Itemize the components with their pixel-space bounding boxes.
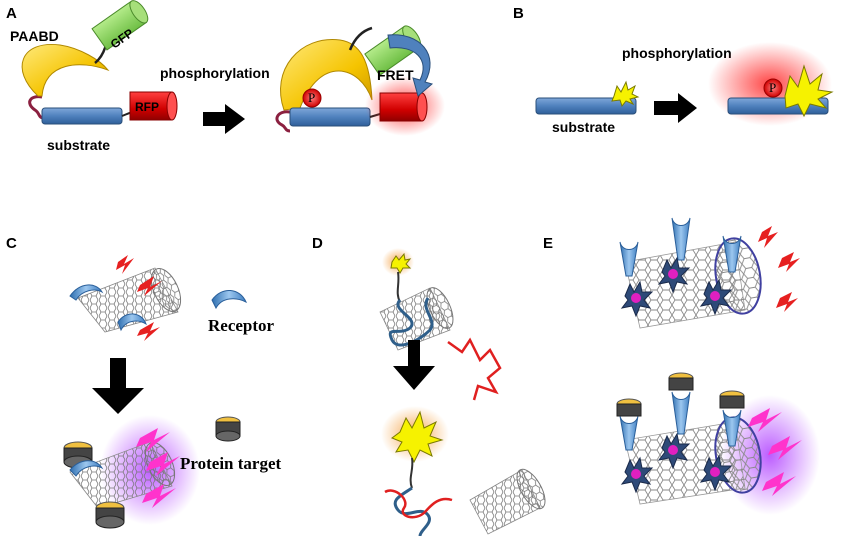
fret-arrow bbox=[387, 34, 434, 97]
paabd-label: PAABD bbox=[10, 28, 59, 44]
rfp-cylinder-right bbox=[379, 92, 423, 122]
fret-label: FRET bbox=[377, 67, 414, 83]
lightning-group-e-top bbox=[758, 226, 800, 312]
substrate-bar-right bbox=[289, 107, 371, 127]
phosphorylation-label-b: phosphorylation bbox=[622, 45, 732, 61]
phospho-label-b: P bbox=[769, 80, 776, 95]
phospho-label-a: P bbox=[308, 90, 315, 105]
receptor-free bbox=[211, 290, 247, 310]
receptors-e-top bbox=[619, 217, 742, 277]
arrow-b bbox=[654, 93, 697, 123]
protein-target-free bbox=[215, 416, 241, 442]
rfp-label: RFP bbox=[135, 100, 159, 114]
protein-targets-e bbox=[616, 372, 745, 417]
substrate-label-b: substrate bbox=[552, 119, 615, 135]
gfp-cylinder bbox=[91, 0, 149, 51]
linker-left bbox=[28, 95, 45, 120]
phospho-ball-a bbox=[302, 88, 322, 108]
lightning-group-c-bottom bbox=[136, 428, 180, 508]
rfp-cylinder bbox=[129, 91, 173, 121]
dna-target-hybrid bbox=[384, 489, 453, 519]
protein-target-bound-1 bbox=[63, 441, 93, 469]
panel-b-label: B bbox=[513, 5, 524, 22]
protein-target-label: Protein target bbox=[180, 454, 282, 473]
panel-c-label: C bbox=[6, 235, 17, 252]
receptors-e-bottom bbox=[619, 391, 742, 451]
arrow-a bbox=[203, 104, 245, 134]
receptor-c2 bbox=[117, 313, 147, 332]
linker-right bbox=[275, 110, 291, 133]
fluorophores-e-top bbox=[620, 256, 733, 318]
receptor-label: Receptor bbox=[208, 316, 275, 335]
fluorophores-e-bottom bbox=[620, 432, 733, 494]
lightning-group-e-bottom bbox=[748, 408, 802, 496]
dye-active bbox=[390, 410, 444, 464]
substrate-label-a: substrate bbox=[47, 137, 110, 153]
substrate-bar-b bbox=[535, 97, 637, 115]
substrate-bar-left bbox=[41, 107, 123, 125]
fluorophore-quenched-b bbox=[611, 80, 640, 108]
fluorophore-active-b bbox=[784, 64, 834, 118]
dye-quenched bbox=[390, 252, 412, 274]
phospho-ball-b bbox=[763, 78, 783, 98]
arrow-d bbox=[393, 340, 435, 390]
receptor-c1 bbox=[69, 284, 104, 301]
panel-a-label: A bbox=[6, 5, 17, 22]
arrow-c bbox=[92, 358, 144, 414]
lightning-group-c-top bbox=[116, 255, 162, 341]
paabd-crescent-bound bbox=[280, 39, 373, 111]
paabd-crescent bbox=[21, 43, 110, 97]
protein-target-bound-2 bbox=[95, 501, 125, 529]
panel-e-label: E bbox=[543, 235, 553, 252]
phosphorylation-label-a: phosphorylation bbox=[160, 65, 270, 81]
panel-d-label: D bbox=[312, 235, 323, 252]
dna-probe-wrapped bbox=[388, 297, 434, 347]
target-dna-free bbox=[447, 337, 502, 401]
dna-probe-hybrid bbox=[393, 486, 431, 537]
